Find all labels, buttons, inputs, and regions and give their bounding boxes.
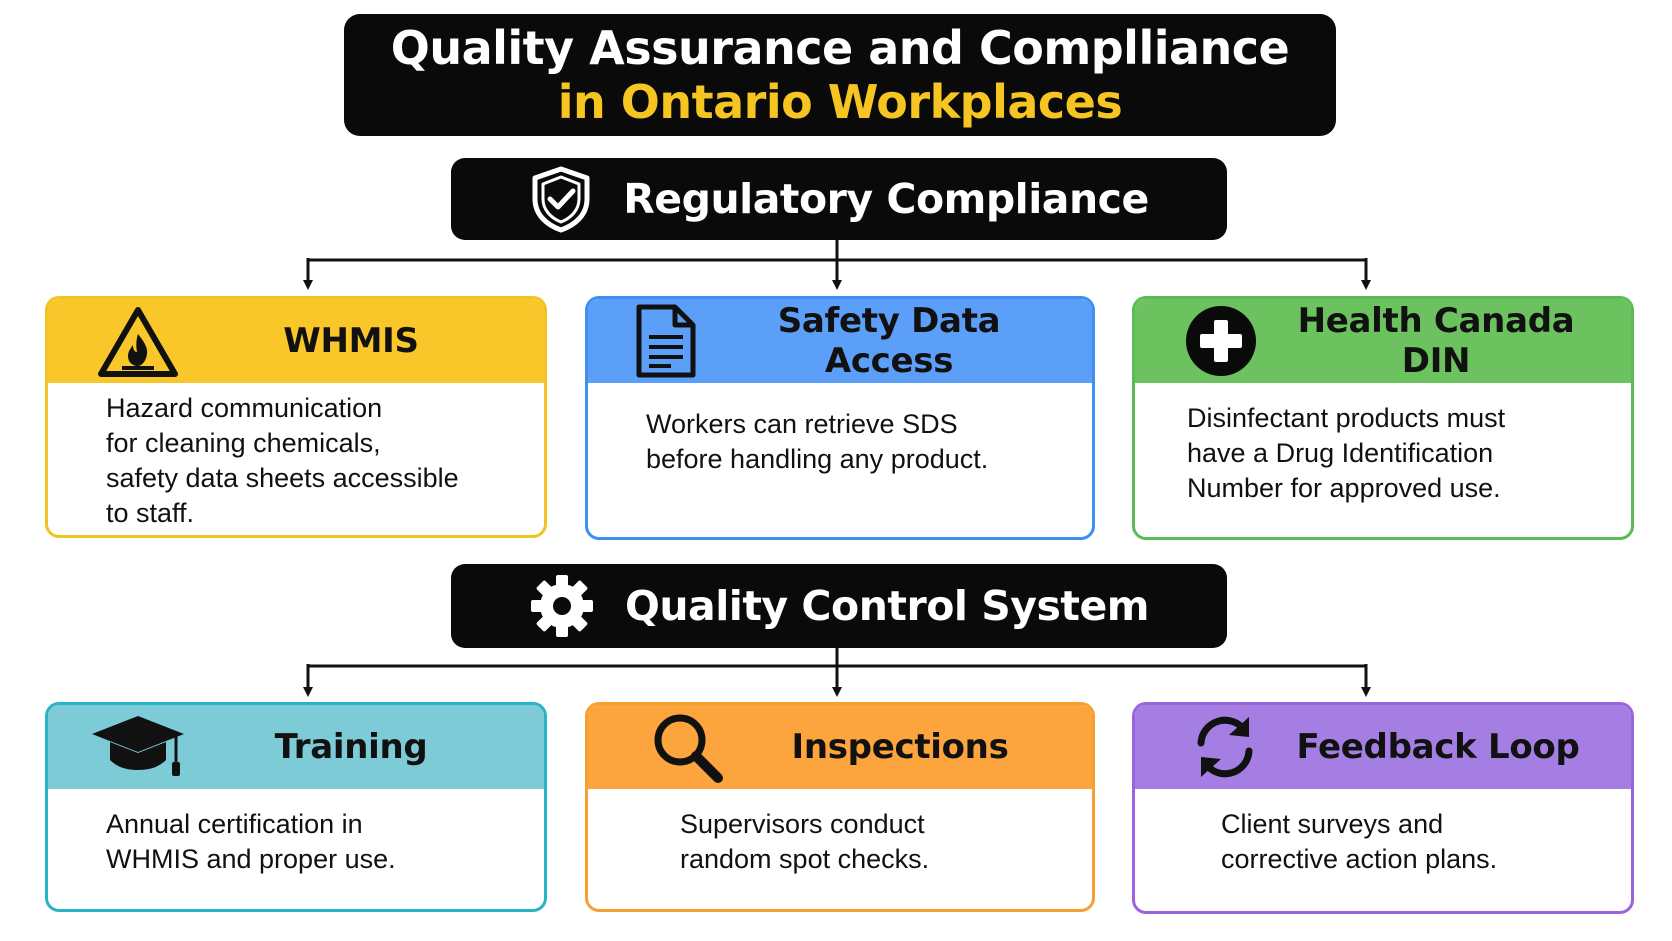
card-description: Annual certification in WHMIS and proper…: [48, 789, 544, 877]
description-line: Hazard communication: [106, 393, 383, 423]
card-header: Feedback Loop: [1135, 705, 1631, 789]
section-quality-control-system: Quality Control System: [451, 564, 1227, 648]
medical-cross-icon: [1171, 304, 1271, 378]
title-line-1: Quality Assurance and Complliance: [390, 21, 1290, 75]
document-icon: [616, 303, 716, 379]
page-title: Quality Assurance and Complliance in Ont…: [344, 14, 1336, 136]
section-label: Regulatory Compliance: [623, 175, 1149, 223]
card-title: Safety Data Access: [777, 301, 1001, 381]
card-safety-data-access: Safety Data Access Workers can retrieve …: [585, 296, 1095, 540]
card-header: WHMIS: [48, 299, 544, 383]
description-line: Supervisors conduct: [680, 809, 925, 839]
card-inspections: Inspections Supervisors conduct random s…: [585, 702, 1095, 912]
description-line: WHMIS and proper use.: [106, 844, 396, 874]
card-training: Training Annual certification in WHMIS a…: [45, 702, 547, 912]
card-description: Hazard communication for cleaning chemic…: [48, 383, 544, 531]
description-line: safety data sheets accessible: [106, 463, 459, 493]
title-line-2: in Ontario Workplaces: [557, 75, 1123, 129]
card-header: Health Canada DIN: [1135, 299, 1631, 383]
description-line: Annual certification in: [106, 809, 363, 839]
graduation-cap-icon: [88, 712, 188, 782]
gear-icon: [531, 575, 594, 637]
description-line: corrective action plans.: [1221, 844, 1498, 874]
description-line: have a Drug Identification: [1187, 438, 1494, 468]
card-title: Feedback Loop: [1296, 727, 1580, 767]
section-label: Quality Control System: [625, 582, 1149, 630]
description-line: Workers can retrieve SDS: [646, 409, 958, 439]
card-feedback-loop: Feedback Loop Client surveys and correct…: [1132, 702, 1634, 914]
shield-check-icon: [532, 166, 590, 233]
description-line: to staff.: [106, 498, 195, 528]
card-title: Health Canada DIN: [1297, 301, 1575, 381]
description-line: Client surveys and: [1221, 809, 1444, 839]
description-line: before handling any product.: [646, 444, 989, 474]
card-description: Disinfectant products must have a Drug I…: [1135, 383, 1631, 506]
card-header: Safety Data Access: [588, 299, 1092, 383]
description-line: Disinfectant products must: [1187, 403, 1506, 433]
description-line: random spot checks.: [680, 844, 930, 874]
card-title: WHMIS: [283, 321, 419, 361]
refresh-cycle-icon: [1175, 711, 1275, 783]
card-health-canada-din: Health Canada DIN Disinfectant products …: [1132, 296, 1634, 540]
card-whmis: WHMIS Hazard communication for cleaning …: [45, 296, 547, 538]
card-header: Training: [48, 705, 544, 789]
magnifier-icon: [638, 710, 738, 784]
description-line: for cleaning chemicals,: [106, 428, 381, 458]
section-regulatory-compliance: Regulatory Compliance: [451, 158, 1227, 240]
card-title: Training: [274, 727, 428, 767]
card-title: Inspections: [791, 727, 1009, 767]
hazard-flame-icon: [88, 304, 188, 378]
card-description: Workers can retrieve SDS before handling…: [588, 383, 1092, 477]
card-description: Client surveys and corrective action pla…: [1135, 789, 1631, 877]
description-line: Number for approved use.: [1187, 473, 1501, 503]
card-header: Inspections: [588, 705, 1092, 789]
card-description: Supervisors conduct random spot checks.: [588, 789, 1092, 877]
